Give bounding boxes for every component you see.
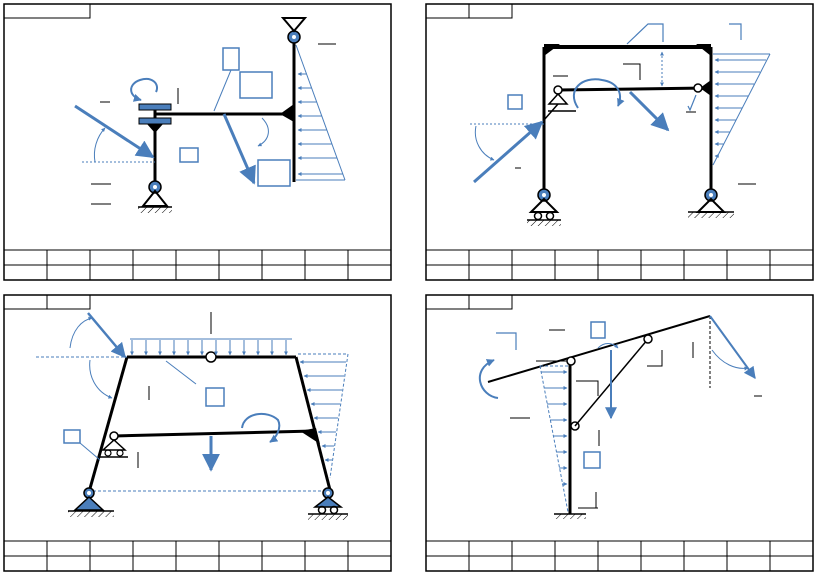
panel-border xyxy=(3,3,392,281)
sleeve-top xyxy=(138,103,172,111)
pin-support-icon xyxy=(140,189,170,207)
force-arrow-icon xyxy=(74,104,155,159)
panel-4 xyxy=(425,294,814,572)
force-arrow-icon xyxy=(473,120,544,184)
data-table xyxy=(3,249,392,281)
ground-hatch-icon xyxy=(68,511,114,517)
ground-hatch-icon xyxy=(688,212,734,218)
ground-hatch-icon xyxy=(138,207,172,213)
data-table xyxy=(3,540,392,572)
distributed-load-icon xyxy=(130,338,292,356)
roller-support-icon xyxy=(101,438,127,451)
panel-1 xyxy=(3,3,392,281)
sleeve-bottom xyxy=(138,117,172,125)
distributed-load-icon xyxy=(539,365,569,513)
data-table xyxy=(425,249,814,281)
moment-arrow-icon xyxy=(241,412,281,443)
panel-3 xyxy=(3,294,392,572)
distributed-load-icon xyxy=(712,53,771,166)
inclined-beam xyxy=(487,315,711,383)
force-arrow-icon xyxy=(222,113,256,185)
pin-support-icon xyxy=(73,495,105,511)
panel-title-box xyxy=(3,3,91,19)
rigid-joint xyxy=(280,104,294,122)
roller-support-icon xyxy=(312,496,344,508)
panel-border xyxy=(425,294,814,572)
force-arrow-icon xyxy=(87,312,126,359)
hinge-icon xyxy=(553,85,563,95)
distributed-load-icon xyxy=(298,353,349,479)
ground-hatch-icon xyxy=(554,514,586,519)
hinge-icon xyxy=(566,356,576,366)
distributed-load-icon xyxy=(295,44,346,181)
panel-2 xyxy=(425,3,814,281)
hinge-icon xyxy=(109,431,119,441)
hinge-icon xyxy=(205,351,217,363)
ground-hatch-icon xyxy=(527,220,561,226)
hinge-icon xyxy=(643,334,653,344)
force-arrow-icon xyxy=(709,315,756,379)
moment-arrow-icon xyxy=(572,78,625,109)
moment-arrow-icon xyxy=(130,78,158,102)
pin-support-icon xyxy=(280,17,308,33)
sleeve-wedge xyxy=(147,124,163,133)
ground-hatch-icon xyxy=(308,514,348,520)
data-table xyxy=(425,540,814,572)
inner-beam xyxy=(557,86,708,92)
roller-support-icon xyxy=(528,197,560,213)
moment-arrow-icon xyxy=(478,359,499,399)
force-arrow-icon xyxy=(628,90,670,132)
